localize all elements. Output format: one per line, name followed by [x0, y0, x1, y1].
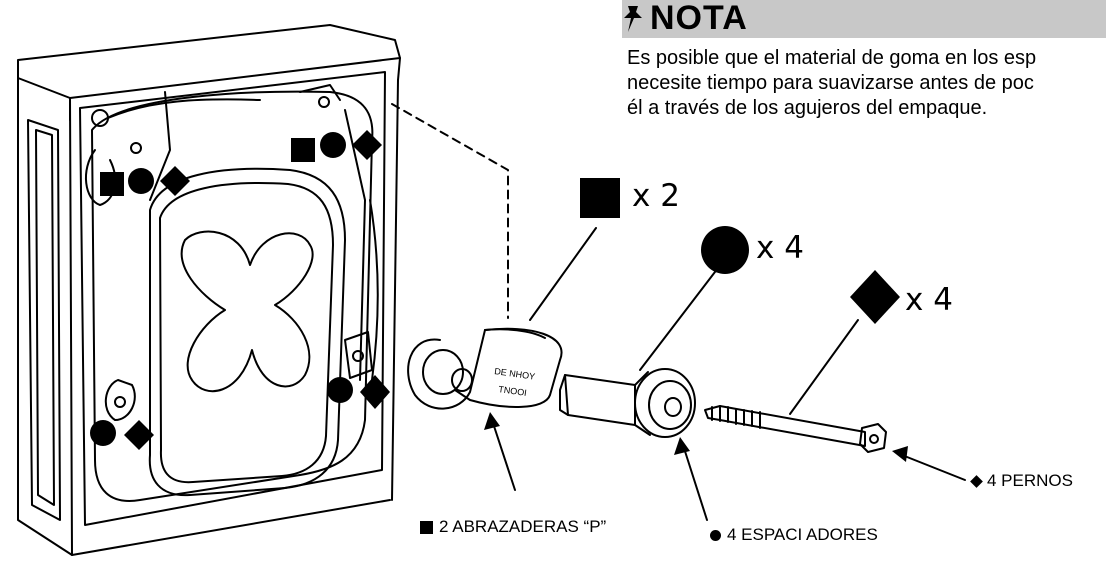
- clamp-embossing-2: TNOOI: [498, 384, 528, 398]
- note-line: él a través de los agujeros del empaque.: [627, 97, 988, 119]
- note-header-bar: [622, 0, 1106, 38]
- bolt-pointer-line: [789, 319, 859, 415]
- spacer-part: [559, 368, 696, 438]
- note-line: Es posible que el material de goma en lo…: [627, 47, 1037, 69]
- spacer-location-marker: [327, 377, 353, 403]
- clamp-pointer-line: [529, 227, 597, 321]
- clamp-location-marker: [291, 138, 315, 162]
- bolt-count-diamond-icon: [850, 270, 900, 324]
- square-icon: [420, 521, 433, 535]
- spacer-caption: 4 ESPACI ADORES: [710, 525, 878, 545]
- clamp-caption-text: 2 ABRAZADERAS “P”: [439, 517, 607, 536]
- spacer-arrowhead: [674, 437, 690, 455]
- spacer-count: x 4: [756, 230, 804, 266]
- bolt-location-marker: [124, 420, 154, 450]
- note-line: necesite tiempo para suavizarse antes de…: [627, 72, 1034, 94]
- note-body: Es posible que el material de goma en lo…: [627, 46, 1106, 121]
- bolt-count: x 4: [905, 282, 953, 318]
- bolt-location-marker: [160, 166, 190, 196]
- bolt-location-marker: [360, 375, 390, 409]
- dashed-leader-line: [391, 103, 509, 319]
- clamp-embossing-1: DE NHOY: [494, 366, 536, 382]
- bolt-caption-text: 4 PERNOS: [987, 471, 1073, 490]
- bolt-part: [704, 405, 887, 453]
- p-clamp-part: DE NHOY TNOOI: [407, 327, 563, 410]
- diamond-icon: [970, 475, 983, 488]
- bolt-location-marker: [352, 130, 382, 160]
- spacer-caption-text: 4 ESPACI ADORES: [727, 525, 878, 544]
- clamp-caption-arrow: [491, 419, 516, 491]
- clamp-count-square-icon: [580, 178, 620, 218]
- clamp-arrowhead: [484, 412, 500, 430]
- bolt-arrowhead: [892, 446, 908, 462]
- spacer-location-marker: [90, 420, 116, 446]
- note-title: NOTA: [650, 0, 748, 37]
- bolt-caption: 4 PERNOS: [970, 471, 1073, 491]
- circle-icon: [710, 530, 721, 542]
- washer-rear-view: [17, 24, 401, 556]
- spacer-caption-arrow: [682, 444, 708, 521]
- clamp-count: x 2: [632, 178, 680, 214]
- clamp-caption: 2 ABRAZADERAS “P”: [420, 517, 606, 537]
- spacer-count-circle-icon: [701, 226, 749, 274]
- clamp-location-marker: [100, 172, 124, 196]
- spacer-location-marker: [128, 168, 154, 194]
- spacer-location-marker: [320, 132, 346, 158]
- spacer-pointer-line: [639, 267, 719, 371]
- pushpin-icon: [624, 6, 642, 32]
- bolt-caption-arrow: [901, 454, 966, 481]
